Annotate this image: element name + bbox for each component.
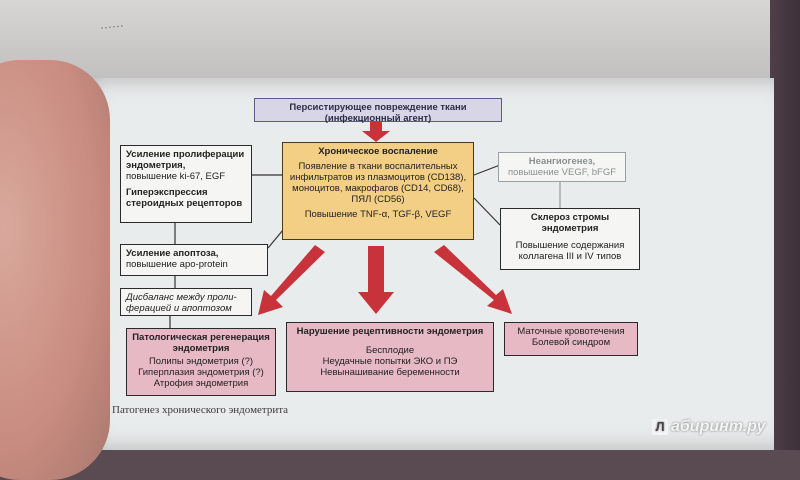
sclerosis-box: Склероз стромы эндометрия Повышение соде…	[500, 208, 640, 270]
bleeding-box: Маточные кровотечения Болевой синдром	[504, 322, 638, 356]
arrow-right	[434, 245, 512, 314]
top-line-2: (инфекционный агент)	[324, 113, 432, 124]
proliferation-box: Усиление пролиферации эндометрия, повыше…	[120, 145, 252, 223]
imbalance-box: Дисбаланс между проли- ферацией и апопто…	[120, 288, 252, 316]
previous-page-background: ······	[0, 0, 800, 92]
apoptosis-title: Усиление апоптоза,	[126, 248, 219, 259]
watermark-text: абиринт.ру	[671, 418, 766, 435]
arrow-group	[258, 121, 512, 315]
pathreg-title-1: Патологическая регенерация	[132, 332, 270, 343]
pathological-regeneration-box: Патологическая регенерация эндометрия По…	[126, 328, 276, 396]
arrow-top	[362, 121, 390, 142]
thumb	[0, 60, 110, 480]
prolif-title-1: Усиление пролиферации	[126, 149, 245, 160]
center-line-1: Появление в ткани воспалительных	[298, 161, 458, 172]
imbalance-line-1: Дисбаланс между проли-	[126, 292, 237, 303]
center-line-4: ПЯЛ (CD56)	[351, 194, 405, 205]
receptivity-line-2: Бесплодие	[365, 345, 415, 356]
sclerosis-title-1: Склероз стромы	[530, 212, 610, 223]
sclerosis-line-3: Повышение содержания	[515, 240, 625, 251]
connector-line	[473, 197, 501, 226]
apoptosis-box: Усиление апоптоза, повышение apo-protein	[120, 244, 268, 276]
connector-line	[473, 164, 501, 176]
angiogenesis-box: Неангиогенез, повышение VEGF, bFGF	[498, 152, 626, 182]
prolif-title-4: Гиперэкспрессия	[126, 187, 208, 198]
connector-line	[267, 229, 284, 249]
pathreg-line-5: Атрофия эндометрия	[153, 378, 249, 389]
imbalance-line-2: ферацией и апоптозом	[126, 303, 232, 314]
receptivity-line-3: Неудачные попытки ЭКО и ПЭ	[322, 356, 458, 367]
bleeding-line-1: Маточные кровотечения	[517, 326, 625, 337]
pathreg-title-2: эндометрия	[172, 343, 230, 354]
top-line-1: Персистирующее повреждение ткани	[289, 102, 467, 113]
prolif-title-5: стероидных рецепторов	[126, 198, 243, 209]
background-surface	[770, 0, 800, 450]
prolif-line-3: повышение ki-67, EGF	[126, 171, 226, 182]
watermark-logo-icon: Л	[652, 419, 668, 435]
top-box: Персистирующее повреждение ткани (инфекц…	[254, 98, 502, 124]
center-line-2: инфильтратов из плазмоцитов (CD138),	[289, 172, 467, 183]
angio-title: Неангиогенез,	[528, 156, 596, 167]
prolif-title-2: эндометрия,	[126, 160, 186, 171]
receptivity-line-4: Невынашивание беременности	[320, 367, 460, 378]
figure-caption: Патогенез хронического эндометрита	[112, 404, 289, 416]
pathreg-line-4: Гиперплазия эндометрия (?)	[138, 367, 264, 378]
center-title: Хроническое воспаление	[318, 146, 438, 157]
sclerosis-line-4: коллагена III и IV типов	[518, 251, 622, 262]
angio-line: повышение VEGF, bFGF	[507, 167, 617, 178]
arrow-middle	[358, 246, 394, 314]
receptivity-box: Нарушение рецептивности эндометрия Беспл…	[286, 322, 494, 392]
chronic-inflammation-box: Хроническое воспаление Появление в ткани…	[282, 142, 474, 240]
connector-layer	[169, 121, 561, 328]
apoptosis-line: повышение apo-protein	[126, 259, 228, 270]
bleeding-line-2: Болевой синдром	[531, 337, 611, 348]
arrow-left	[258, 245, 325, 315]
pathreg-line-3: Полипы эндометрия (?)	[148, 356, 254, 367]
center-line-3: моноцитов, макрофагов (CD14, CD68),	[292, 183, 464, 194]
receptivity-title: Нарушение рецептивности эндометрия	[296, 326, 484, 337]
sclerosis-title-2: эндометрия	[541, 223, 599, 234]
center-line-5: Повышение TNF-α, TGF-β, VEGF	[304, 209, 452, 220]
